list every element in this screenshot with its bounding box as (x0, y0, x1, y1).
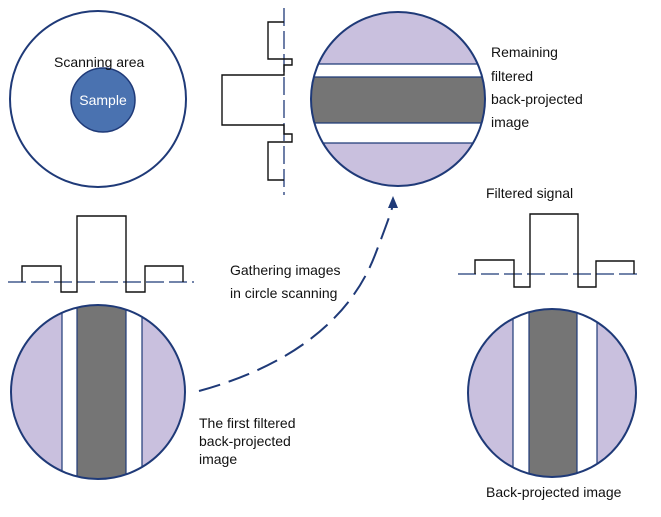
bp-center-gray-band (529, 309, 577, 477)
remaining-image-circle (310, 11, 486, 187)
sample-circle (70, 67, 136, 133)
first-image-circle (10, 304, 186, 480)
back-projected-image-circle (467, 308, 637, 478)
remaining-label-line-2: filtered (491, 68, 533, 84)
remaining-label: Remaining filtered back-projected image (491, 44, 587, 130)
remaining-image-group: Remaining filtered back-projected image (310, 11, 587, 187)
vertical-signal-line (221, 21, 293, 181)
first-center-gray-band (77, 305, 126, 479)
vertical-filtered-signal (221, 8, 293, 195)
first-right-lavender-band (142, 305, 185, 479)
remaining-label-line-1: Remaining (491, 44, 558, 60)
first-filtered-label-line-1: The first filtered (199, 415, 295, 431)
remaining-top-lavender-band (311, 12, 485, 64)
back-projected-label: Back-projected image (486, 484, 622, 500)
left-filtered-signal (8, 215, 194, 293)
filtered-signal-label: Filtered signal (486, 185, 573, 201)
gathering-label-line-2: in circle scanning (230, 285, 337, 301)
remaining-center-gray-band (311, 77, 485, 123)
scanning-area-group: Scanning area Sample (9, 10, 187, 188)
gathering-label: Gathering images in circle scanning (230, 262, 344, 301)
remaining-label-line-4: image (491, 114, 529, 130)
gathering-label-line-1: Gathering images (230, 262, 341, 278)
first-filtered-label: The first filtered back-projected image (199, 415, 299, 467)
sample-label: Sample (79, 92, 127, 108)
right-filtered-signal: Filtered signal (458, 185, 640, 288)
first-image-group: The first filtered back-projected image (10, 304, 299, 480)
back-projected-image-group: Back-projected image (467, 308, 637, 500)
remaining-label-line-3: back-projected (491, 91, 583, 107)
first-left-lavender-band (11, 305, 62, 479)
gathering-arrow-head (388, 196, 398, 208)
left-signal-line (21, 215, 184, 293)
first-filtered-label-line-3: image (199, 451, 237, 467)
right-signal-line (474, 213, 635, 288)
first-filtered-label-line-2: back-projected (199, 433, 291, 449)
scanning-area-label: Scanning area (54, 54, 145, 70)
gathering-arrow-group: Gathering images in circle scanning (198, 196, 398, 392)
